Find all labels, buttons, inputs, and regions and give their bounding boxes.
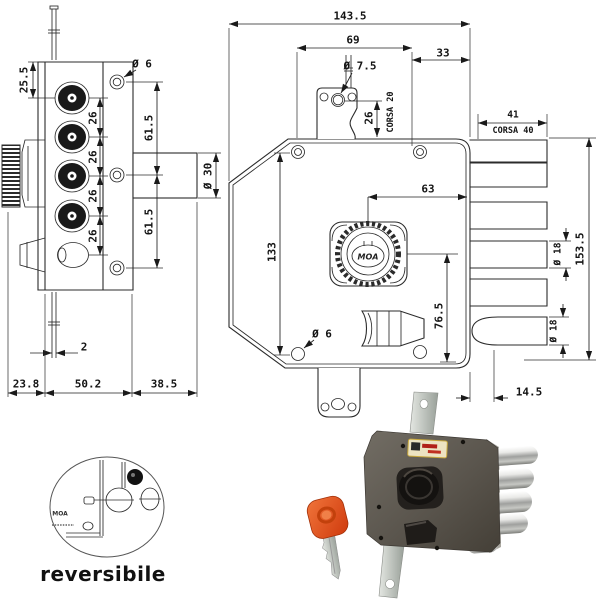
dim-14-5: 14.5 [516, 386, 543, 399]
dim-dia6-front: Ø 6 [311, 328, 332, 341]
dim-dia18-b: Ø 18 [549, 319, 560, 343]
dim-2: 2 [81, 341, 88, 354]
detail-view: MOA reversibile [40, 456, 166, 586]
corsa-20: CORSA 20 [386, 92, 396, 133]
dim-26-d: 26 [87, 229, 100, 243]
pump-knobs [54, 81, 90, 233]
dim-33: 33 [436, 47, 449, 60]
knurled-knob [1, 144, 21, 208]
dim-143-5: 143.5 [333, 10, 366, 23]
side-screw-holes [109, 74, 125, 276]
detail-caption: reversibile [40, 562, 166, 586]
detail-logo: MOA [52, 511, 68, 518]
photo-screws [376, 439, 466, 551]
side-view: 25.5 26 26 26 26 Ø 6 61.5 61.5 Ø 30 2 [1, 5, 221, 397]
deadbolts [469, 139, 548, 346]
dim-61-5-b: 61.5 [143, 209, 156, 236]
cylinder-logo: MOA [358, 253, 379, 262]
dim-76-5: 76.5 [433, 303, 446, 330]
dim-38-5: 38.5 [151, 378, 178, 391]
dim-50-2: 50.2 [75, 378, 102, 391]
dim-153-5: 153.5 [574, 232, 587, 265]
dim-63: 63 [421, 183, 434, 196]
corsa-40: CORSA 40 [493, 126, 534, 136]
key-blade [322, 535, 341, 580]
dim-26-front: 26 [363, 111, 376, 125]
dim-dia7-5: Ø 7.5 [342, 60, 376, 73]
front-view: MOA 143.5 69 33 Ø 7.5 [228, 10, 596, 418]
dim-dia6-side: Ø 6 [131, 58, 152, 71]
photo-latch-knob [404, 520, 437, 545]
photo-label [407, 438, 448, 459]
dim-dia30: Ø 30 [202, 163, 215, 191]
dim-23-8: 23.8 [13, 378, 40, 391]
photo-knob [396, 466, 444, 510]
dim-69: 69 [346, 34, 359, 47]
dim-61-5-a: 61.5 [143, 115, 156, 142]
dim-41: 41 [507, 110, 519, 121]
dim-133: 133 [266, 242, 279, 262]
photo-bottom-strip [378, 543, 405, 599]
dim-26-b: 26 [87, 150, 100, 164]
dim-dia18-a: Ø 18 [553, 242, 564, 266]
thumbturn-profile [19, 237, 46, 273]
photo-top-strip [409, 391, 439, 435]
product-photo [306, 391, 538, 599]
latch-bolt [471, 316, 548, 346]
dim-26-c: 26 [87, 189, 100, 203]
dim-25-5: 25.5 [18, 67, 31, 94]
photo-key [306, 495, 349, 580]
dim-26-a: 26 [87, 111, 100, 125]
cylinder-profile [132, 152, 198, 199]
detail-knob [127, 469, 143, 485]
cylinder: MOA [329, 221, 408, 287]
latch-symbol [360, 310, 425, 347]
